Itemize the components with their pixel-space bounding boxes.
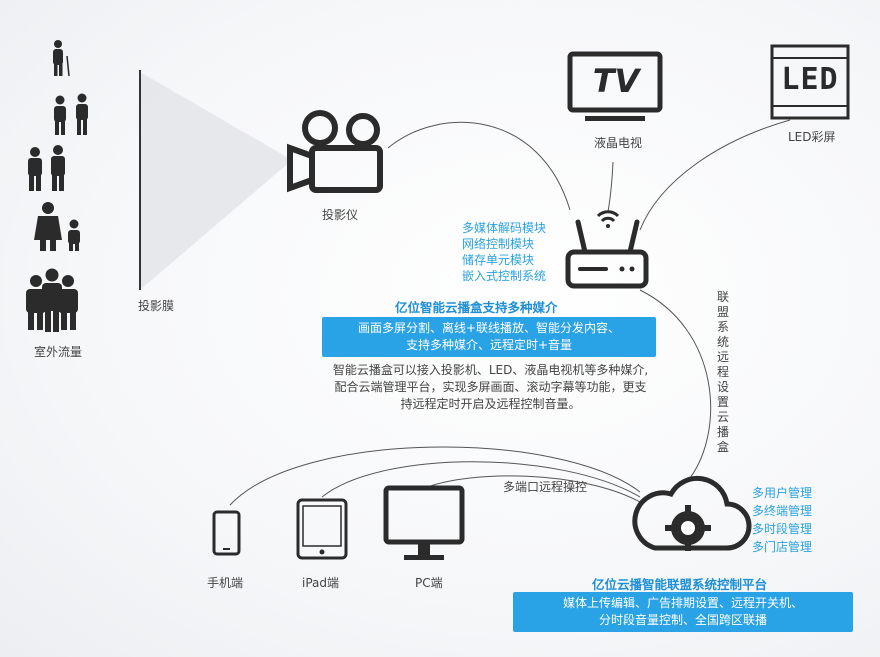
people-icon <box>26 40 88 332</box>
pc-label: PC端 <box>415 576 443 590</box>
box-bar-line: 支持多种媒介、远程定时+音量 <box>405 338 573 352</box>
box-desc-line: 配合云端管理平台，实现多屏画面、滚动字幕等功能，更支 <box>334 380 647 394</box>
phone-icon <box>212 510 241 556</box>
feature-item: 多时段管理 <box>752 522 813 536</box>
audience-label: 室外流量 <box>34 345 83 359</box>
link-tv-box <box>607 161 614 213</box>
cloud-gear-icon <box>632 475 752 551</box>
projection-beam <box>140 72 292 290</box>
tv-label: 液晶电视 <box>594 136 643 150</box>
platform-bar-line: 媒体上传编辑、广告排期设置、远程开关机、 <box>562 596 803 610</box>
module-item: 嵌入式控制系统 <box>462 269 547 283</box>
box-title: 亿位智能云播盒支持多种媒介 <box>395 300 558 315</box>
led-label: LED彩屏 <box>788 130 836 144</box>
projector-label: 投影仪 <box>322 208 359 222</box>
platform-bar-line: 分时段音量控制、全国跨区联播 <box>598 613 767 627</box>
led-screen-text: LED <box>781 62 839 97</box>
link-led-box <box>639 119 791 231</box>
ipad-label: iPad端 <box>302 576 340 590</box>
box-desc-line: 持远程定时开启及远程控制音量。 <box>400 397 581 411</box>
remote-label: 多端口远程操控 <box>503 480 588 494</box>
link-cloud-ipad <box>321 461 641 498</box>
module-item: 网络控制模块 <box>462 237 535 251</box>
ipad-icon <box>296 498 348 560</box>
pc-icon <box>383 485 465 560</box>
phone-label: 手机端 <box>207 576 244 590</box>
box-feature-bar: 画面多屏分割、离线+联线播放、智能分发内容、 支持多种媒介、远程定时+音量 <box>322 317 656 357</box>
link-projector-box <box>387 121 571 211</box>
router-icon <box>565 210 649 289</box>
projector-icon <box>287 110 383 193</box>
box-desc-line: 智能云播盒可以接入投影机、LED、液晶电视机等多种媒介, <box>332 363 649 377</box>
platform-feature-bar: 媒体上传编辑、广告排期设置、远程开关机、 分时段音量控制、全国跨区联播 <box>513 592 853 632</box>
feature-item: 多用户管理 <box>752 486 813 500</box>
platform-title: 亿位云播智能联盟系统控制平台 <box>592 577 768 592</box>
screen-label: 投影膜 <box>138 299 175 313</box>
module-item: 多媒体解码模块 <box>462 221 547 235</box>
feature-item: 多终端管理 <box>752 504 813 518</box>
box-description: 智能云播盒可以接入投影机、LED、液晶电视机等多种媒介, 配合云端管理平台，实现… <box>318 362 663 413</box>
box-modules: 多媒体解码模块 网络控制模块 储存单元模块 嵌入式控制系统 <box>462 220 546 284</box>
link-cloud-phone <box>229 446 641 506</box>
link-box-cloud <box>639 289 712 479</box>
link-vertical-label: 联盟系统远程设置云播盒 <box>716 290 729 454</box>
tv-icon <box>567 51 663 121</box>
link-cloud-pc <box>424 475 641 503</box>
led-icon <box>770 44 850 120</box>
platform-features: 多用户管理 多终端管理 多时段管理 多门店管理 <box>752 484 812 556</box>
feature-item: 多门店管理 <box>752 540 813 554</box>
tv-screen-text: TV <box>592 62 640 100</box>
module-item: 储存单元模块 <box>462 253 535 267</box>
box-bar-line: 画面多屏分割、离线+联线播放、智能分发内容、 <box>357 321 621 335</box>
